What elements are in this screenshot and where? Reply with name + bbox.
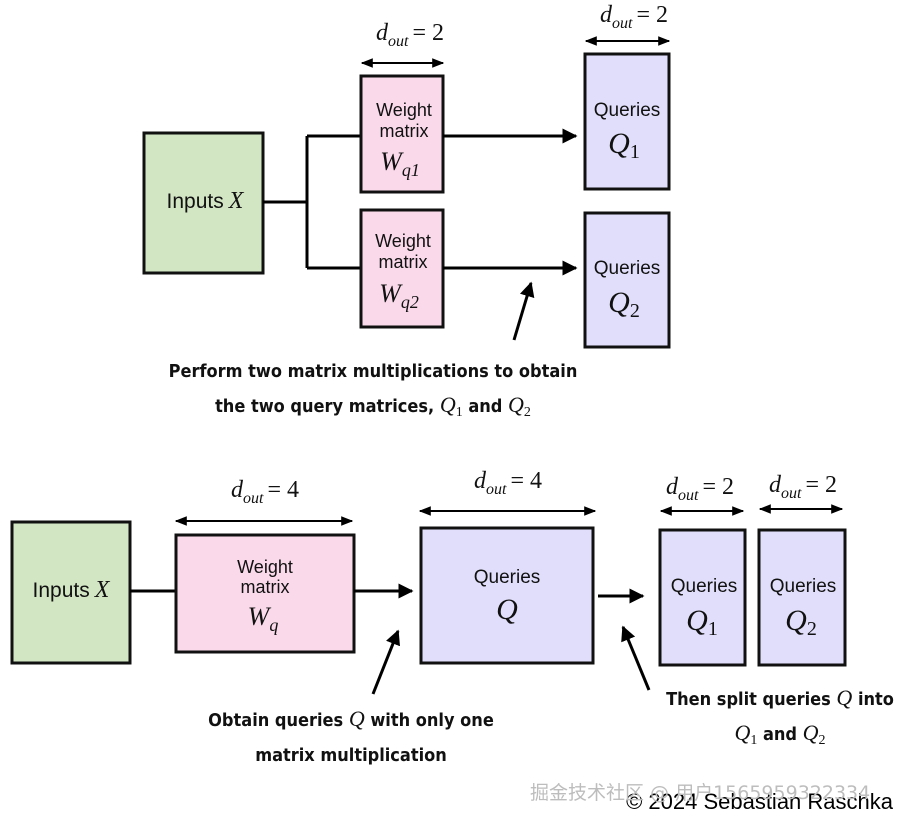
bottom-caption-right-line2: Q1 and Q2 (734, 720, 825, 748)
weight-label-line1: Weight (376, 100, 432, 120)
dim-label-top-weight: dout= 2 (376, 20, 444, 50)
weight-symbol: Wq2 (379, 279, 419, 312)
weight-symbol: Wq (248, 602, 279, 635)
top-caption-line2: the two query matrices, Q1 and Q2 (215, 392, 531, 420)
queries-label: Queries (474, 567, 541, 588)
queries-symbol: Q2 (608, 286, 640, 322)
weight-label-line2: matrix (380, 121, 429, 141)
bottom-caption-left-line2: matrix multiplication (255, 745, 447, 766)
top-queries-box-1: Queries Q1 (583, 52, 671, 191)
copyright-text: © 2024 Sebastian Raschka (626, 789, 894, 814)
dim-label-split-2: dout= 2 (769, 472, 837, 502)
dim-label-top-queries: dout= 2 (600, 2, 668, 32)
top-queries-box-2: Queries Q2 (583, 211, 671, 349)
weight-label-line2: matrix (379, 252, 428, 272)
top-branch-connector (263, 134, 361, 270)
queries-symbol: Q (496, 593, 518, 626)
bottom-pointer-arrow-right (621, 625, 651, 691)
bottom-caption-left-line1: Obtain queries Q with only one (208, 706, 494, 731)
queries-label: Queries (594, 258, 661, 279)
top-caption-line1: Perform two matrix multiplications to ob… (169, 361, 578, 382)
queries-label: Queries (594, 100, 661, 121)
queries-symbol: Q2 (785, 604, 817, 640)
weight-label-line2: matrix (241, 577, 290, 597)
split-queries-box-2: Queries Q2 (757, 528, 847, 667)
bottom-pointer-arrow-left (371, 629, 400, 695)
weight-symbol: Wq1 (380, 147, 420, 180)
queries-label: Queries (770, 576, 837, 597)
bottom-weight-box: Weight matrix Wq (174, 533, 356, 654)
top-weight-box-1: Weight matrix Wq1 (359, 74, 445, 194)
top-pointer-arrow (512, 281, 535, 341)
bottom-queries-box: Queries Q (419, 526, 595, 665)
queries-label: Queries (671, 576, 738, 597)
weight-label-line1: Weight (375, 231, 431, 251)
watermark-text: 掘金技术社区 @ 用户1565959322334 (530, 782, 870, 804)
dim-label-bottom-weight: dout= 4 (231, 477, 299, 507)
top-weight-box-2: Weight matrix Wq2 (359, 208, 445, 329)
dim-label-split-1: dout= 2 (666, 474, 734, 504)
weight-label-line1: Weight (237, 557, 293, 577)
split-queries-box-1: Queries Q1 (658, 528, 747, 667)
dim-label-bottom-queries: dout= 4 (474, 468, 542, 498)
queries-symbol: Q1 (608, 127, 640, 163)
queries-symbol: Q1 (686, 604, 718, 640)
bottom-caption-right-line1: Then split queries Q into (666, 685, 894, 710)
